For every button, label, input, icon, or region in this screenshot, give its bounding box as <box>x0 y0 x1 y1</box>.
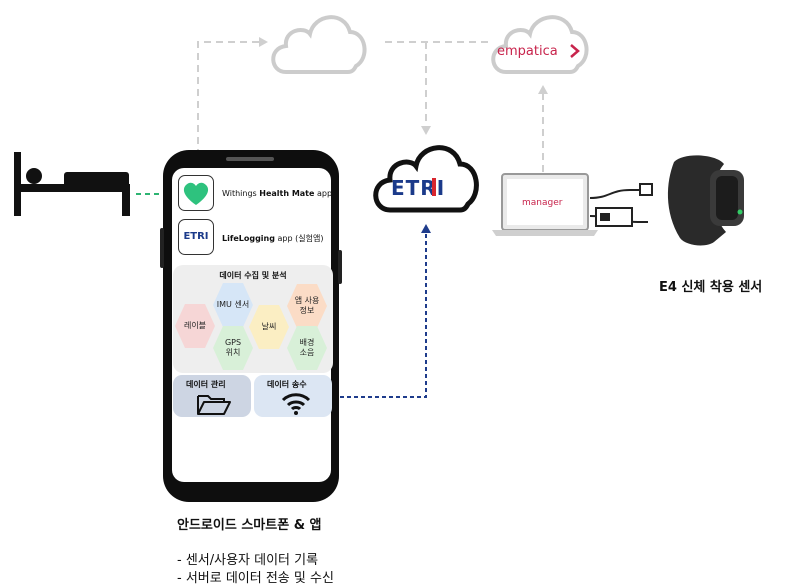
hex-weather-text: 날씨 <box>261 322 277 331</box>
hex-bg-sound-line2: 소음 <box>299 348 315 357</box>
app2-suffix: app (실험앱) <box>274 234 324 243</box>
app2-bold: LifeLogging <box>222 234 275 243</box>
hex-app-usage-line1: 앱 사용 <box>294 296 320 305</box>
etri-logo-accent <box>432 178 436 196</box>
app1-suffix: app <box>314 189 333 198</box>
empatica-logo-text: empatica <box>497 44 558 59</box>
phone-to-etri-line <box>333 232 427 398</box>
laptop-screen-text: manager <box>522 198 563 208</box>
empatica-logo-mark <box>570 44 580 58</box>
phone-to-cloud-line <box>197 41 262 168</box>
data-send-label: 데이터 송수 <box>267 380 307 389</box>
app1-bold: Health Mate <box>259 189 315 198</box>
hex-app-usage-line2: 정보 <box>299 306 315 315</box>
laptop-icon <box>492 173 598 236</box>
heart-icon <box>183 182 209 205</box>
health-mate-app-label: Withings Health Mate app <box>222 189 332 198</box>
etri-logo-letters: ETRI <box>391 176 446 200</box>
wearable-caption: E4 신체 착용 센서 <box>659 280 763 295</box>
data-manage-tile[interactable] <box>173 375 251 417</box>
etri-logo-text: ETRI <box>391 176 445 200</box>
folder-icon <box>197 395 231 415</box>
app1-prefix: Withings <box>222 189 260 198</box>
e4-wristband-icon <box>667 155 744 246</box>
bed-icon <box>14 152 130 216</box>
wifi-icon <box>281 393 311 415</box>
hex-gps-line2: 위치 <box>225 348 241 357</box>
etri-cloud-icon <box>373 145 479 213</box>
cloud-icon <box>271 15 367 74</box>
hex-label-text: 레이블 <box>183 321 207 330</box>
usb-connector-top <box>639 183 653 196</box>
usb-connector-bottom <box>595 207 633 227</box>
phone-caption: 안드로이드 스마트폰 & 앱 <box>177 518 322 533</box>
panel-title: 데이터 수집 및 분석 <box>219 271 287 280</box>
phone-bullet-2: - 서버로 데이터 전송 및 수신 <box>177 571 334 586</box>
phone-speaker <box>226 157 274 161</box>
app2-icon-text: ETRI <box>183 231 209 242</box>
hex-imu[interactable]: IMU 센서 <box>213 283 253 327</box>
phone-side-button-right <box>338 250 342 284</box>
data-manage-label: 데이터 관리 <box>186 380 226 389</box>
hex-gps-line1: GPS <box>224 338 242 347</box>
health-mate-app-icon[interactable] <box>178 175 214 211</box>
phone-bullet-1: - 센서/사용자 데이터 기록 <box>177 553 319 568</box>
hex-bg-sound-line1: 배경 <box>299 338 315 347</box>
hex-imu-text: IMU 센서 <box>216 300 250 309</box>
lifelogging-app-label: LifeLogging app (실험앱) <box>222 233 323 244</box>
lifelogging-app-icon[interactable]: ETRI <box>178 219 214 255</box>
phone-side-button <box>160 228 164 268</box>
empatica-cloud-icon <box>491 15 589 74</box>
hex-label[interactable]: 레이블 <box>175 304 215 348</box>
